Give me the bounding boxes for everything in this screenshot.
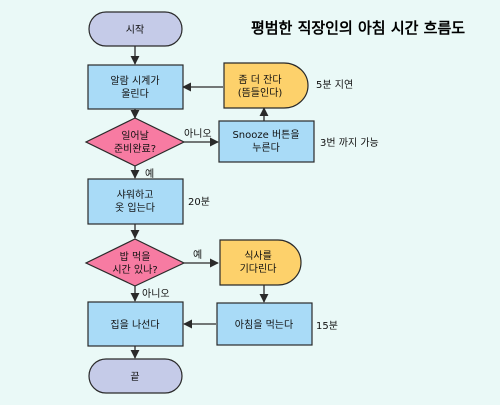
eat-decision: [84, 238, 186, 287]
end-node: [88, 358, 183, 394]
wait-meal-label-line1: 식사를: [244, 250, 272, 262]
annotation-snooze-limit: 3번 까지 가능: [320, 137, 379, 149]
snooze-label-line2: 누른다: [252, 142, 280, 154]
alarm-label-line1: 알람 시계가: [110, 74, 159, 87]
edge-label-no-leave: 아니오: [142, 288, 170, 300]
wakeup-label-line1: 일어날: [121, 130, 149, 142]
snooze-label-line1: Snooze 버튼을: [232, 129, 299, 141]
leave-node: [87, 301, 184, 347]
wakeup-decision: [84, 117, 186, 167]
shower-label-line1: 샤워하고: [117, 188, 154, 201]
wait-meal-label-line2: 기다린다: [240, 263, 277, 275]
leave-label: 집을 나선다: [110, 319, 159, 331]
end-label: 끝: [130, 371, 139, 383]
annotation-breakfast-time: 15분: [316, 320, 338, 332]
start-node: [88, 11, 183, 47]
annotation-shower-time: 20분: [188, 196, 210, 208]
start-label: 시작: [126, 24, 144, 36]
eat-label-line2: 시간 있나?: [112, 264, 157, 276]
wait-meal-node: [219, 239, 302, 286]
breakfast-node: [216, 302, 313, 346]
edge-label-yes-meal: 예: [193, 249, 202, 261]
shower-label-line2: 옷 입는다: [115, 201, 155, 214]
alarm-node: [87, 64, 184, 110]
sleep-more-label-line1: 좀 더 잔다: [238, 74, 281, 86]
wakeup-label-line2: 준비완료?: [114, 143, 156, 155]
breakfast-label: 아침을 먹는다: [235, 319, 293, 331]
sleep-more-node: [223, 62, 309, 109]
sleep-more-label-line2: (뜸들인다): [238, 87, 283, 99]
snooze-node: [218, 120, 315, 163]
page-title: 평범한 직장인의 아침 시간 흐름도: [251, 19, 465, 37]
shower-node: [87, 178, 184, 225]
alarm-label-line2: 울린다: [121, 88, 149, 100]
eat-label-line1: 밥 먹을: [120, 251, 151, 263]
annotation-delay: 5분 지연: [316, 79, 353, 91]
edge-label-no-snooze: 아니오: [184, 128, 212, 140]
edge-label-yes-shower: 예: [145, 168, 154, 180]
